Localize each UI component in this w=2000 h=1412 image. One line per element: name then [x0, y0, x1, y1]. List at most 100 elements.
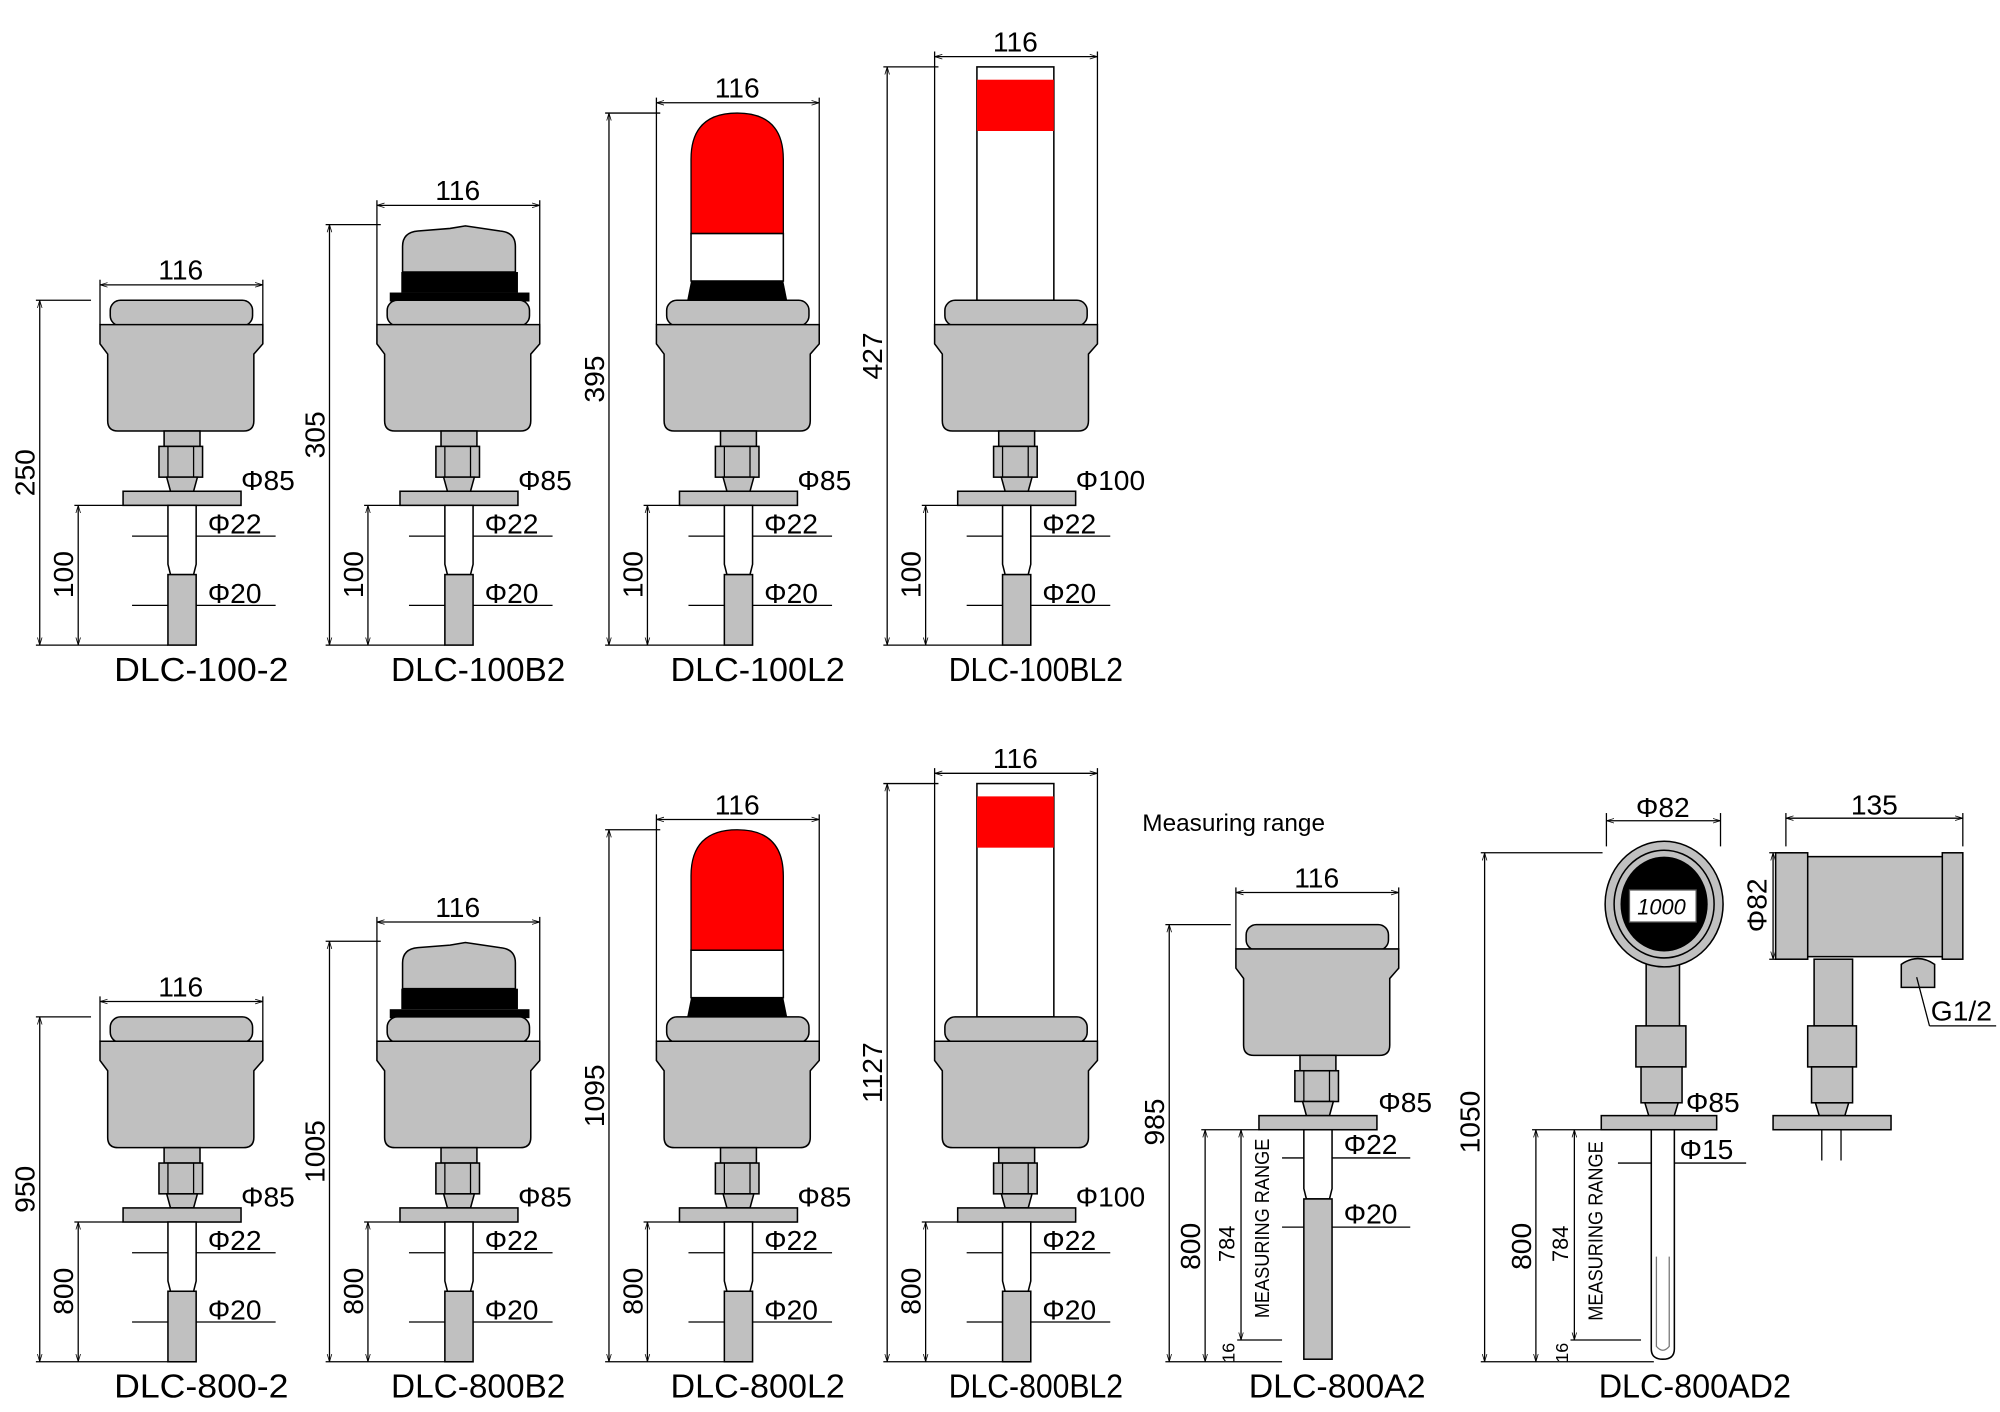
housing-body [99, 323, 264, 432]
cable-port [1900, 957, 1936, 989]
rod-lower [1303, 1198, 1333, 1360]
measuring-range-label: MEASURING RANGE [1251, 1139, 1274, 1318]
rod-upper [1303, 1128, 1333, 1200]
housing-diameter: Φ82 [1636, 791, 1690, 823]
rod-upper-diameter: Φ22 [1042, 508, 1096, 540]
nut-cone [722, 476, 755, 493]
rod-lower [723, 573, 754, 646]
nut-cone [1643, 1102, 1680, 1117]
probe-tube [1650, 1128, 1676, 1360]
flange [399, 490, 519, 507]
rod-upper-diameter: Φ22 [1042, 1224, 1096, 1256]
rod-lower-diameter: Φ20 [485, 1293, 539, 1325]
bell-base [401, 272, 518, 293]
hex-nut [158, 445, 204, 478]
model-dlc-800a2: 116 [1235, 861, 1400, 1360]
rod-upper-diameter: Φ22 [764, 508, 818, 540]
housing-body [933, 1040, 1099, 1149]
lamp-base [687, 997, 788, 1017]
nut-cone [1301, 1100, 1335, 1117]
rod-lower [167, 573, 197, 646]
flange [956, 1207, 1077, 1223]
insertion-dimension: 100 [895, 551, 927, 598]
height-dimension: 250 [9, 449, 41, 496]
width-dimension: 116 [435, 174, 480, 206]
height-dimension: 1095 [578, 1064, 610, 1127]
tower-red-light [976, 796, 1054, 848]
cover-cap [386, 299, 531, 327]
model-label: DLC-100L2 [671, 652, 845, 689]
rod-lower [444, 573, 474, 646]
housing-neck [163, 430, 201, 448]
rod-upper-diameter: Φ22 [208, 508, 262, 540]
insertion-dimension: 100 [47, 551, 79, 598]
cover-cap [665, 1016, 810, 1044]
lamp-base [687, 281, 788, 301]
rod-upper [723, 504, 754, 576]
flange [678, 490, 799, 507]
tube-diameter: Φ15 [1679, 1133, 1733, 1165]
bell-base-rim [389, 1009, 530, 1019]
housing-neck [440, 430, 478, 448]
hex-nut [714, 1162, 760, 1195]
cover-cap [944, 299, 1088, 327]
housing-body [655, 323, 820, 432]
model-label: DLC-800BL2 [949, 1369, 1123, 1406]
insertion-dimension: 800 [895, 1268, 927, 1315]
nut-cone [442, 1193, 476, 1209]
range-dimension: 784 [1215, 1226, 1240, 1262]
insertion-dimension: 800 [1505, 1223, 1537, 1270]
housing-neck [997, 430, 1036, 448]
bell-base-rim [389, 292, 530, 302]
housing-body [655, 1040, 820, 1149]
housing-neck [440, 1146, 478, 1164]
side-hex-nut [1810, 1066, 1854, 1104]
flange [678, 1207, 799, 1223]
lcd-panel [1628, 889, 1697, 923]
insertion-dimension: 100 [616, 551, 648, 598]
rod-upper [167, 1221, 197, 1293]
lamp-red-dome [690, 829, 784, 951]
rod-upper-diameter: Φ22 [1344, 1128, 1398, 1160]
model-label: DLC-800A2 [1249, 1369, 1426, 1406]
hex-nut [435, 1162, 481, 1195]
insertion-dimension: 800 [1174, 1223, 1206, 1270]
hex-nut [158, 1162, 204, 1195]
insertion-dimension: 800 [47, 1268, 79, 1315]
rod-lower [723, 1290, 754, 1363]
rod-upper [1001, 504, 1032, 576]
flange-diameter: Φ85 [518, 1181, 572, 1213]
insertion-dimension: 100 [337, 551, 369, 598]
hex-nut [1640, 1066, 1683, 1104]
cover-cap [944, 1016, 1088, 1044]
cover-cap [665, 299, 810, 327]
housing-neck [1299, 1054, 1337, 1072]
flange [122, 1207, 242, 1223]
nut-cone [165, 1193, 199, 1209]
flange-diameter: Φ100 [1076, 1181, 1146, 1213]
rod-lower-diameter: Φ20 [764, 577, 818, 609]
cover-cap [386, 1016, 531, 1044]
height-dimension: 427 [856, 332, 888, 379]
rod-upper-diameter: Φ22 [208, 1224, 262, 1256]
model-label: DLC-800-2 [114, 1369, 288, 1406]
rod-lower-diameter: Φ20 [1042, 1293, 1096, 1325]
lamp-white-band [690, 949, 785, 999]
flange-diameter: Φ85 [797, 1181, 851, 1213]
side-front-cap [1774, 852, 1809, 960]
connector-block [1635, 1025, 1687, 1068]
rod-lower [444, 1290, 474, 1363]
hex-nut [992, 1162, 1038, 1195]
side-nut-cone [1814, 1102, 1850, 1117]
flange-diameter: Φ85 [518, 464, 572, 496]
model-label: DLC-100B2 [391, 652, 565, 689]
nut-cone [722, 1193, 755, 1209]
inner-tube [1655, 1256, 1670, 1351]
housing-neck [719, 1146, 758, 1164]
housing-body [1235, 948, 1400, 1057]
